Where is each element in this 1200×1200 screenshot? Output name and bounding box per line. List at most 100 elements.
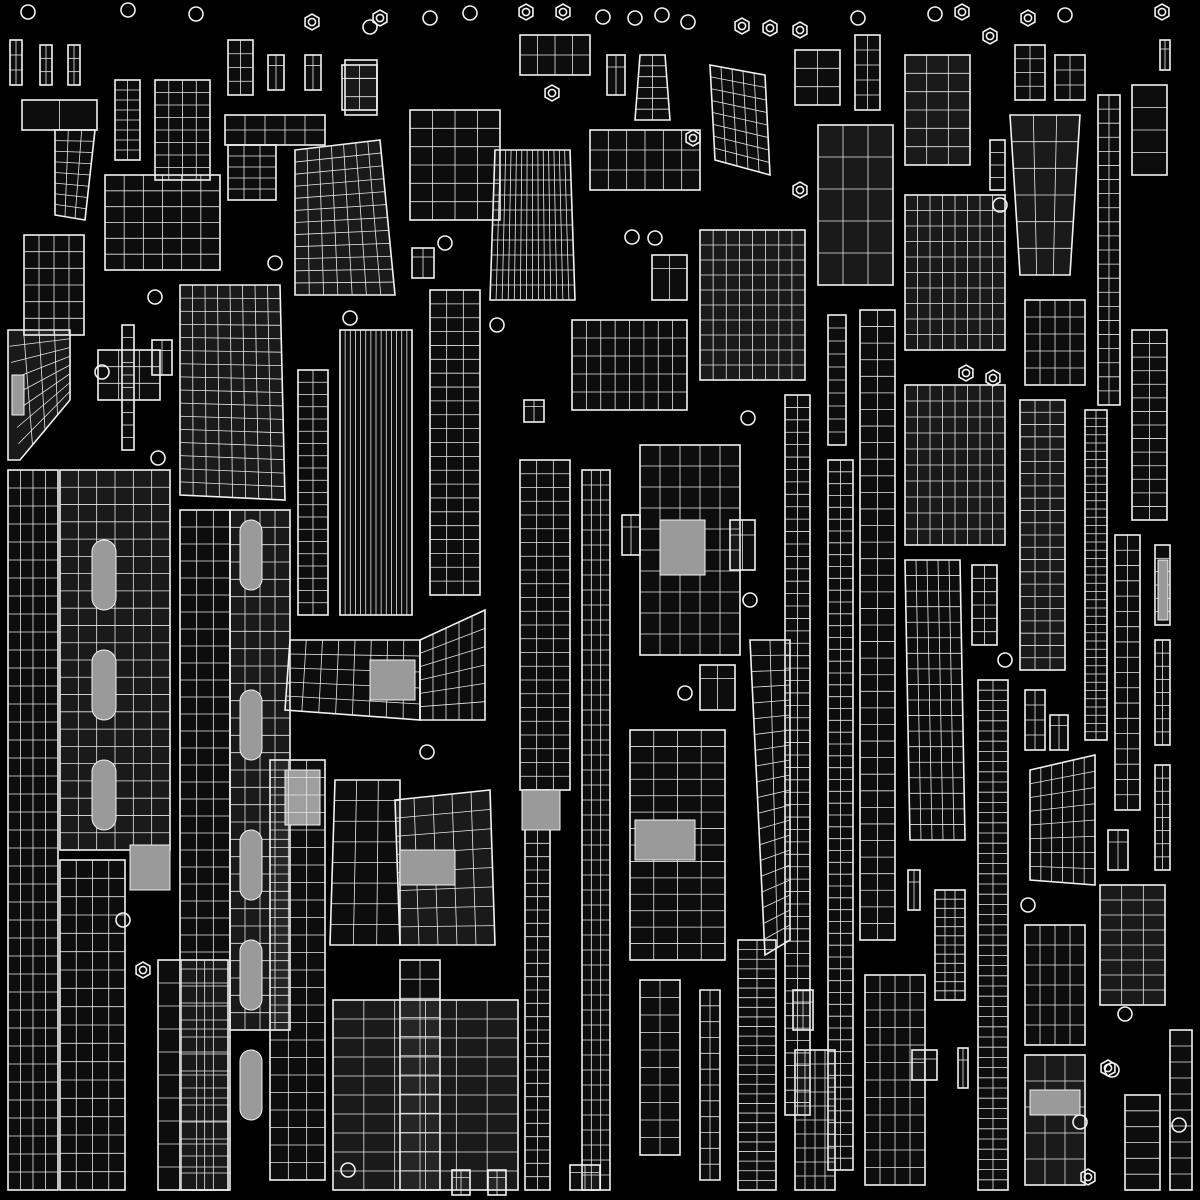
uv-island [409, 109, 501, 221]
uv-island [429, 289, 481, 596]
uv-island-outline [1024, 1054, 1086, 1186]
uv-ring [419, 744, 435, 760]
uv-pin [487, 1169, 507, 1196]
uv-island [1024, 299, 1086, 386]
uv-filled-face [369, 659, 416, 701]
uv-hex-nut [685, 129, 701, 147]
uv-island [1029, 753, 1096, 886]
uv-pin [569, 1164, 601, 1191]
uv-edge [1029, 787, 1096, 798]
uv-ring [624, 229, 640, 245]
uv-edge [1029, 835, 1096, 840]
uv-island [859, 309, 896, 941]
uv-edge [757, 789, 791, 798]
uv-ring [1057, 7, 1073, 23]
uv-island [904, 54, 971, 166]
uv-ring [1072, 1114, 1088, 1130]
uv-edge [54, 150, 93, 153]
uv-filled-face [1157, 559, 1169, 621]
uv-ring [362, 19, 378, 35]
uv-island [989, 139, 1006, 191]
uv-slot [239, 829, 263, 901]
uv-hex-nut [1154, 3, 1170, 21]
uv-edge [179, 389, 283, 393]
uv-edge [318, 639, 323, 713]
uv-island [121, 324, 135, 451]
uv-edge [18, 390, 71, 445]
uv-edge [755, 744, 791, 751]
uv-island [784, 394, 811, 1116]
uv-hex-hole [1103, 1063, 1113, 1073]
uv-ring [115, 912, 131, 928]
uv-island [224, 114, 326, 146]
uv-edge [179, 402, 283, 407]
uv-edge [398, 905, 494, 910]
uv-edge [10, 347, 71, 363]
uv-edge [54, 182, 89, 187]
uv-pin [907, 869, 921, 911]
uv-edge [179, 376, 283, 380]
uv-edge [761, 864, 791, 877]
uv-island [699, 229, 806, 381]
uv-islands [7, 34, 1193, 1191]
uv-island [297, 369, 329, 616]
uv-island [1097, 94, 1121, 406]
uv-edge [16, 382, 71, 428]
uv-island [977, 679, 1009, 1191]
uv-edge [714, 147, 770, 163]
uv-hex-hole [307, 17, 317, 27]
uv-island [154, 79, 211, 181]
uv-filled-face [1029, 1089, 1081, 1116]
uv-ring [462, 5, 478, 21]
uv-ring [188, 6, 204, 22]
uv-island [639, 979, 681, 1156]
uv-edge [54, 193, 88, 198]
uv-pin [451, 1169, 471, 1196]
uv-island [581, 469, 611, 1191]
uv-island [571, 319, 688, 411]
uv-edge [288, 653, 421, 657]
uv-island [9, 39, 23, 86]
uv-edge [301, 639, 307, 712]
uv-edge [419, 701, 486, 708]
uv-hex-nut [544, 84, 560, 102]
uv-island [904, 559, 966, 841]
uv-hex-hole [795, 185, 805, 195]
uv-island [971, 564, 998, 646]
uv-edge [294, 230, 389, 235]
uv-filled-face [284, 769, 321, 826]
uv-pin [411, 247, 435, 279]
uv-edge [398, 886, 494, 892]
uv-pin [267, 54, 285, 91]
uv-island [39, 44, 53, 86]
uv-hex-nut [792, 21, 808, 39]
uv-island-outline [709, 64, 771, 177]
uv-island [332, 999, 519, 1191]
uv-pin [911, 1049, 938, 1081]
uv-hex-nut [734, 17, 750, 35]
uv-hex-hole [988, 373, 998, 383]
uv-ring [147, 289, 163, 305]
uv-edge [1029, 803, 1096, 812]
uv-pin [606, 54, 626, 96]
uv-island [817, 124, 894, 286]
uv-edge [758, 819, 791, 830]
uv-edge [179, 323, 281, 326]
uv-island [904, 384, 1006, 546]
uv-pin [1049, 714, 1069, 751]
uv-hex-nut [982, 27, 998, 45]
uv-ring [740, 410, 756, 426]
uv-filled-face [634, 819, 696, 861]
uv-edge [752, 684, 791, 688]
uv-edge [9, 338, 71, 347]
uv-ring [997, 652, 1013, 668]
uv-ring [422, 10, 438, 26]
uv-island [699, 989, 721, 1181]
uv-island [1014, 44, 1046, 101]
uv-island [67, 44, 81, 86]
uv-edge [751, 669, 791, 672]
uv-hex-hole [737, 21, 747, 31]
uv-hex-hole [1083, 1172, 1093, 1182]
uv-ring [680, 14, 696, 30]
uv-edge [752, 699, 791, 704]
